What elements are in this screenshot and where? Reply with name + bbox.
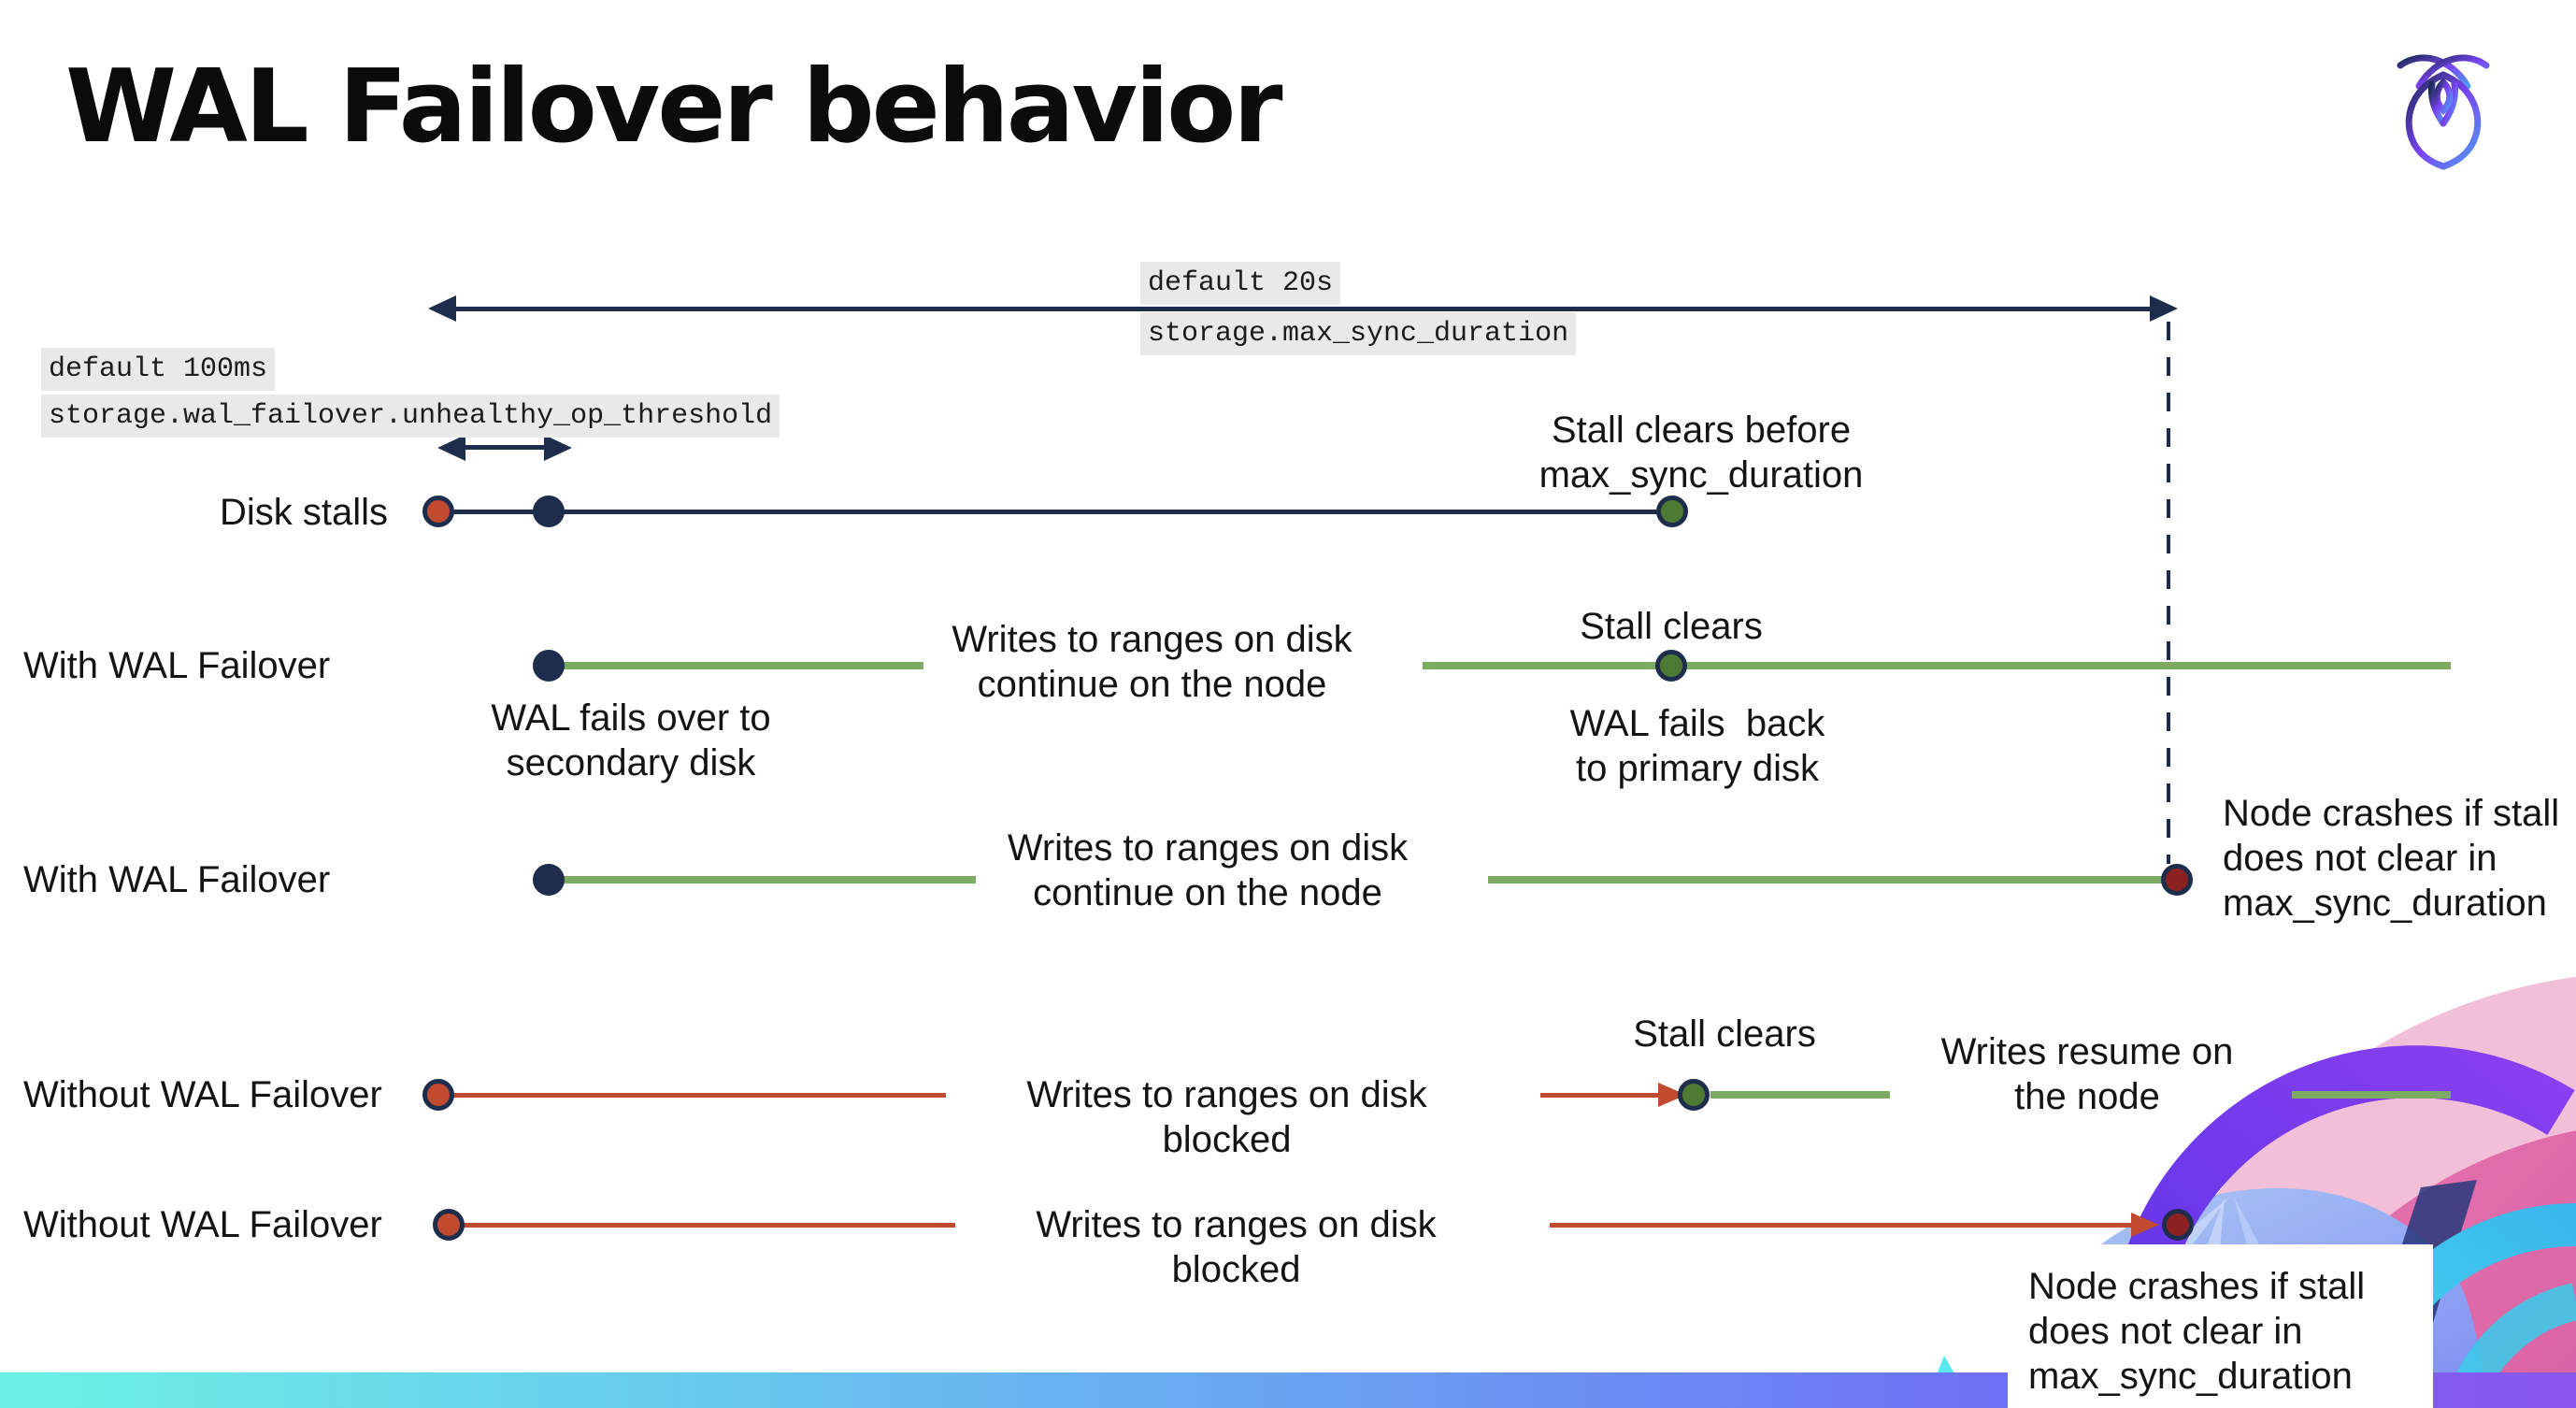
max-sync-duration-arrowhead-left — [428, 295, 456, 322]
cockroachdb-logo-icon — [2397, 54, 2490, 170]
max-sync-default-label: default 20s — [1140, 262, 1341, 305]
threshold-arrow-line — [454, 445, 551, 450]
stall-start-dot — [422, 496, 454, 527]
threshold-arrowhead-left — [437, 435, 465, 461]
row-label-without-wal-failover-1: Without WAL Failover — [23, 1074, 382, 1115]
failover-dot-row3 — [533, 864, 565, 896]
stall-start-dot-row4 — [422, 1079, 454, 1111]
stall-clears-dot-row2 — [1655, 650, 1687, 682]
stall-clears-note-row2: Stall clears — [1580, 606, 1763, 647]
row3-green-line-a — [557, 876, 976, 884]
writes-blocked-note-row5: Writes to ranges on disk blocked — [1036, 1204, 1457, 1290]
row-label-disk-stalls: Disk stalls — [219, 492, 388, 533]
row5-red-line-a — [460, 1223, 955, 1228]
row3-green-line-b — [1488, 876, 2163, 884]
crash-callout-box — [2008, 1244, 2433, 1408]
writes-continue-note-row3: Writes to ranges on disk continue on the… — [1007, 827, 1409, 913]
max-sync-setting-label: storage.max_sync_duration — [1140, 312, 1577, 355]
row2-green-line-b — [1423, 662, 2451, 669]
stall-clears-dot-row4 — [1678, 1079, 1710, 1111]
failback-primary-note: WAL fails back to primary disk — [1569, 703, 1825, 789]
threshold-default-label: default 100ms — [41, 348, 276, 391]
threshold-setting-label: storage.wal_failover.unhealthy_op_thresh… — [41, 395, 780, 438]
writes-continue-note-row2: Writes to ranges on disk continue on the… — [952, 619, 1352, 705]
node-crash-note-row5: Node crashes if stall does not clear in … — [2028, 1266, 2366, 1397]
stall-start-dot-row5 — [433, 1209, 465, 1241]
disk-stalls-line — [438, 510, 1672, 514]
row-label-with-wal-failover-2: With WAL Failover — [23, 859, 331, 900]
row-label-with-wal-failover-1: With WAL Failover — [23, 645, 331, 686]
stall-clears-before-note: Stall clears before max_sync_duration — [1538, 409, 1864, 496]
max-sync-deadline-dashed-line — [2167, 322, 2170, 864]
row4-green-line-b — [2292, 1091, 2451, 1099]
row5-red-arrowhead — [2131, 1213, 2159, 1237]
writes-resume-note: Writes resume on the node — [1940, 1031, 2234, 1117]
max-sync-duration-arrow-line — [449, 307, 2157, 311]
row4-red-line-a — [447, 1093, 946, 1098]
max-sync-duration-arrowhead-right — [2150, 295, 2178, 322]
row5-red-line-b — [1550, 1223, 2137, 1228]
page-title: WAL Failover behavior — [65, 49, 1283, 165]
row-label-without-wal-failover-2: Without WAL Failover — [23, 1204, 382, 1245]
row4-green-line-a — [1710, 1091, 1890, 1099]
failover-dot-row2 — [533, 650, 565, 682]
node-crash-dot-row3 — [2161, 864, 2193, 896]
threshold-reached-dot — [533, 496, 565, 527]
stall-clears-note-row4: Stall clears — [1633, 1013, 1816, 1055]
writes-blocked-note-row4: Writes to ranges on disk blocked — [1026, 1074, 1448, 1160]
stall-clears-dot-row1 — [1656, 496, 1688, 527]
row4-red-line-b — [1540, 1093, 1666, 1098]
node-crash-dot-row5 — [2162, 1209, 2194, 1241]
threshold-arrowhead-right — [544, 435, 572, 461]
failover-secondary-note: WAL fails over to secondary disk — [491, 697, 771, 783]
node-crash-note-row3: Node crashes if stall does not clear in … — [2223, 793, 2560, 924]
row2-green-line-a — [557, 662, 923, 669]
